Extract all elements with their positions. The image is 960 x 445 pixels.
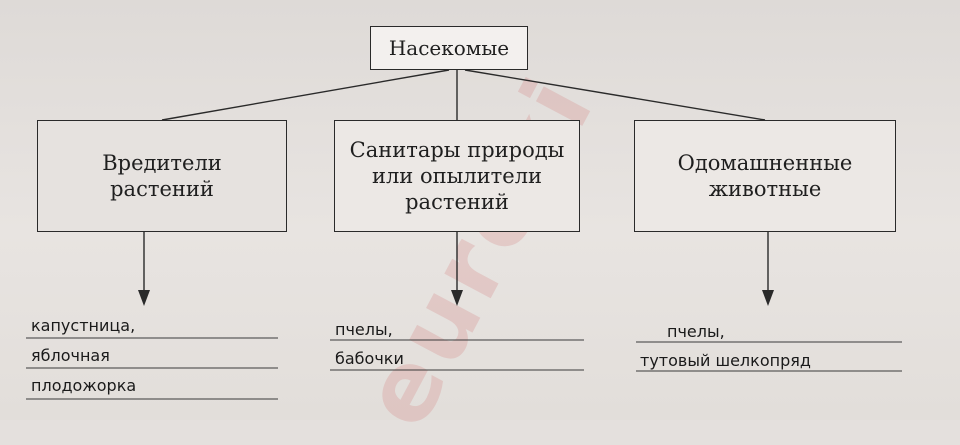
arrowhead-cat2 xyxy=(451,290,463,306)
answer-pests-line-2: яблочная xyxy=(31,346,110,365)
category-node-domesticated: Одомашненные животные xyxy=(634,120,896,232)
answer-sanitary-line-1: пчелы, xyxy=(335,320,393,339)
connector-root-to-cat3 xyxy=(464,69,766,121)
answer-domesticated-line-1: пчелы, xyxy=(667,322,725,341)
answer-sanitary-line-2: бабочки xyxy=(335,349,404,368)
arrowhead-cat1 xyxy=(138,290,150,306)
category-node-sanitary-pollinators: Санитары природы или опылители растений xyxy=(334,120,580,232)
category-node-pests: Вредители растений xyxy=(37,120,287,232)
arrowhead-cat3 xyxy=(762,290,774,306)
root-node: Насекомые xyxy=(370,26,528,70)
answer-pests-line-3: плодожорка xyxy=(31,376,137,395)
connector-lines xyxy=(26,69,902,400)
answer-domesticated-line-2: тутовый шелкопряд xyxy=(640,351,811,370)
connector-root-to-cat1 xyxy=(161,69,450,121)
answer-pests-line-1: капустница, xyxy=(31,316,136,335)
